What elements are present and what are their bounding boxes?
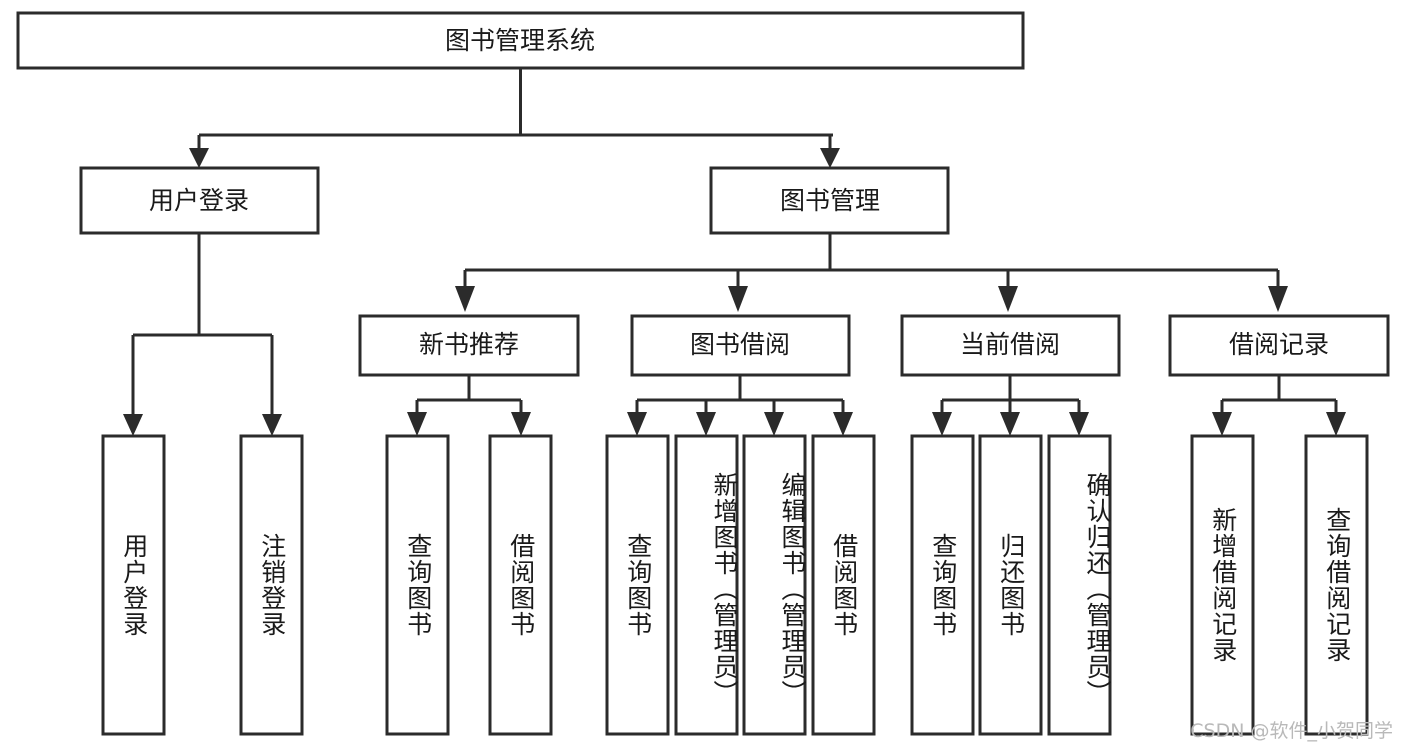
arrowhead-borrow-record bbox=[1268, 286, 1288, 312]
node-leaf-query-book-2[interactable] bbox=[605, 434, 670, 736]
node-leaf-logout-login[interactable] bbox=[239, 434, 304, 736]
node-book-manage-label: 图书管理 bbox=[780, 186, 880, 215]
node-root[interactable] bbox=[16, 11, 1025, 70]
node-user-login-label: 用户登录 bbox=[149, 186, 249, 215]
arrowhead-leaf-edit-book bbox=[764, 412, 784, 436]
node-root-label: 图书管理系统 bbox=[445, 26, 595, 55]
node-current-borrow-label: 当前借阅 bbox=[960, 330, 1060, 359]
arrowhead-leaf-confirm-return bbox=[1069, 412, 1089, 436]
node-leaf-query-record[interactable] bbox=[1304, 434, 1369, 736]
node-book-borrow-label: 图书借阅 bbox=[690, 330, 790, 359]
node-leaf-edit-book[interactable] bbox=[742, 434, 807, 736]
node-leaf-add-record[interactable] bbox=[1190, 434, 1255, 736]
node-leaf-add-book[interactable] bbox=[674, 434, 739, 736]
node-layer: 图书管理系统 用户登录 图书管理 新书推荐 图书借阅 当前借阅 借阅记录 bbox=[16, 11, 1390, 736]
node-new-book-recommend[interactable] bbox=[358, 314, 580, 377]
arrowhead-leaf-add-book bbox=[696, 412, 716, 436]
node-borrow-record[interactable] bbox=[1168, 314, 1390, 377]
node-book-borrow[interactable] bbox=[630, 314, 851, 377]
arrowhead-leaf-add-record bbox=[1212, 412, 1232, 436]
node-leaf-query-book-1[interactable] bbox=[385, 434, 450, 736]
arrowhead-book-borrow bbox=[728, 286, 748, 312]
arrowhead-leaf-return-book bbox=[1000, 412, 1020, 436]
node-leaf-confirm-return[interactable] bbox=[1047, 434, 1112, 736]
arrowhead-leaf-borrow-book-1 bbox=[511, 412, 531, 436]
arrowhead-bookmanage bbox=[820, 148, 840, 168]
arrowhead-leaf-query-book-1 bbox=[407, 412, 427, 436]
arrowhead-leaf-query-book-3 bbox=[932, 412, 952, 436]
node-new-book-recommend-label: 新书推荐 bbox=[419, 330, 519, 359]
arrowhead-current-borrow bbox=[998, 286, 1018, 312]
arrowhead-userlogin bbox=[189, 148, 209, 168]
node-current-borrow[interactable] bbox=[900, 314, 1121, 377]
node-user-login[interactable] bbox=[79, 166, 320, 235]
watermark-text: CSDN @软件_小贺同学 bbox=[1190, 720, 1393, 742]
arrowhead-leaf-logout-login bbox=[262, 414, 282, 436]
node-leaf-borrow-book-1[interactable] bbox=[488, 434, 553, 736]
node-leaf-query-book-3[interactable] bbox=[910, 434, 975, 736]
arrowhead-leaf-borrow-book-2 bbox=[833, 412, 853, 436]
node-book-manage[interactable] bbox=[709, 166, 950, 235]
node-leaf-borrow-book-2[interactable] bbox=[811, 434, 876, 736]
node-leaf-return-book[interactable] bbox=[978, 434, 1043, 736]
arrowhead-new-book-recommend bbox=[455, 286, 475, 312]
node-leaf-user-login[interactable] bbox=[101, 434, 166, 736]
connector-layer bbox=[123, 68, 1346, 436]
arrowhead-leaf-query-book-2 bbox=[627, 412, 647, 436]
node-borrow-record-label: 借阅记录 bbox=[1229, 330, 1329, 359]
arrowhead-leaf-query-record bbox=[1326, 412, 1346, 436]
arrowhead-leaf-user-login bbox=[123, 414, 143, 436]
